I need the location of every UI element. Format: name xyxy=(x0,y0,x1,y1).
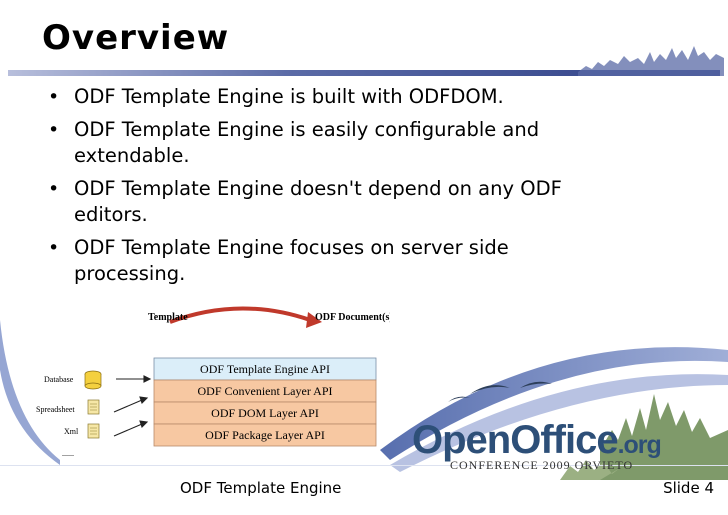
bullet-text-line1: ODF Template Engine focuses on server si… xyxy=(74,236,509,259)
bullet-dot: • xyxy=(48,178,60,200)
layer-label: ODF Package Layer API xyxy=(205,428,325,442)
bullet-text-line1: ODF Template Engine doesn't depend on an… xyxy=(74,177,562,200)
database-icon xyxy=(84,370,102,390)
layer-label: ODF Convenient Layer API xyxy=(198,384,333,398)
bullet-list: • ODF Template Engine is built with ODFD… xyxy=(38,84,638,294)
logo-wordmark-main: OpenOffice xyxy=(412,418,619,462)
logo-conference-caption: CONFERENCE 2009 ORVIETO xyxy=(450,458,634,472)
background-skyline-art xyxy=(0,320,728,480)
bullet-text-line1: ODF Template Engine is built with ODFDOM… xyxy=(74,85,504,108)
bullet-dot: • xyxy=(48,119,60,141)
bullet-text-line2: processing. xyxy=(74,262,186,285)
logo-wordmark: OpenOffice.org xyxy=(412,418,662,463)
bullet-dot: • xyxy=(48,86,60,108)
template-label: Template xyxy=(148,312,188,323)
openoffice-conference-logo: OpenOffice.org CONFERENCE 2009 ORVIETO xyxy=(410,416,662,476)
title-divider xyxy=(8,70,720,76)
slide-title: Overview xyxy=(42,18,230,58)
bullet-item: • ODF Template Engine doesn't depend on … xyxy=(38,176,638,228)
bullet-item: • ODF Template Engine is built with ODFD… xyxy=(38,84,638,110)
spreadsheet-icon xyxy=(87,399,100,415)
layer-label: ODF Template Engine API xyxy=(200,362,330,376)
skyline-decoration-top xyxy=(578,46,724,76)
logo-wordmark-suffix: .org xyxy=(617,431,662,459)
layer-stack: ODF Template Engine API ODF Convenient L… xyxy=(153,357,377,447)
architecture-diagram: Template ODF Document(s) ODF Template En… xyxy=(36,306,390,458)
diagram-flow-arrow xyxy=(169,306,322,328)
bullet-item: • ODF Template Engine focuses on server … xyxy=(38,235,638,287)
source-label-more: ...... xyxy=(62,449,74,458)
layer-box xyxy=(153,423,377,447)
layer-label: ODF DOM Layer API xyxy=(211,406,319,420)
bullet-text-line1: ODF Template Engine is easily configurab… xyxy=(74,118,540,141)
bullet-text-line2: editors. xyxy=(74,203,148,226)
slide-number: Slide 4 xyxy=(663,479,714,497)
bullet-text-line2: extendable. xyxy=(74,144,190,167)
source-label-spreadsheet: Spreadsheet xyxy=(36,405,75,414)
xml-file-icon xyxy=(87,423,100,439)
footer-title: ODF Template Engine xyxy=(180,479,342,497)
input-arrows xyxy=(113,375,152,437)
output-label: ODF Document(s) xyxy=(315,312,390,323)
bullet-dot: • xyxy=(48,237,60,259)
source-label-xml: Xml xyxy=(64,427,79,436)
bullet-item: • ODF Template Engine is easily configur… xyxy=(38,117,638,169)
source-label-database: Database xyxy=(44,375,74,384)
